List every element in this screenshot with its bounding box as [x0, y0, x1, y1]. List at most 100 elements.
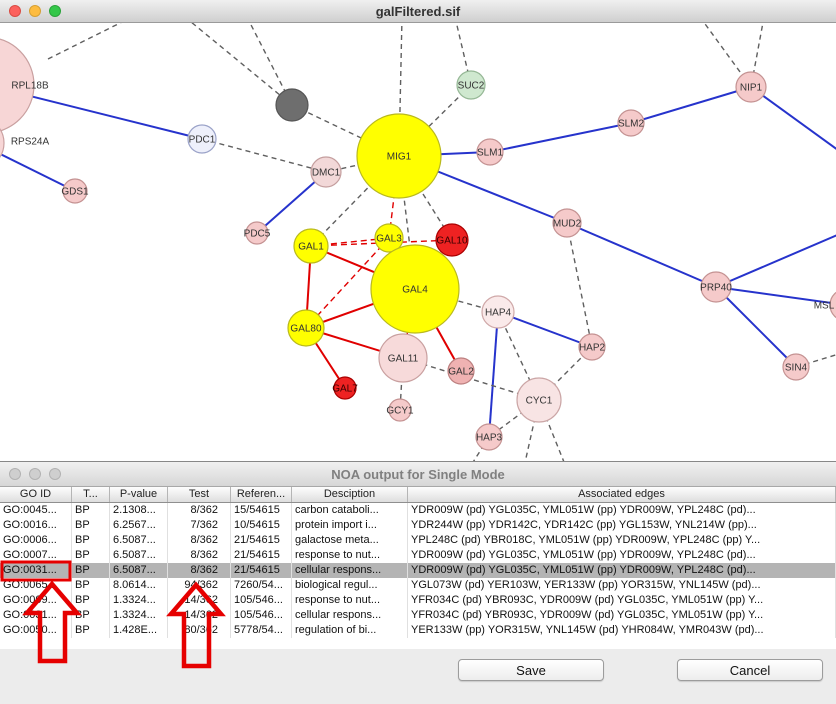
minimize-button[interactable]: [29, 468, 41, 480]
edge-PRP40-MSL1[interactable]: [715, 286, 836, 305]
node-SIN4[interactable]: [782, 353, 810, 381]
edge-pt-NIP1[interactable]: [750, 23, 764, 88]
edge-NIP1-pt[interactable]: [750, 86, 836, 153]
edge-SLM2-NIP1[interactable]: [630, 86, 752, 124]
cell: 21/54615: [231, 533, 292, 548]
edge-pt-UNK1[interactable]: [185, 23, 293, 106]
node-GCY1[interactable]: [388, 398, 412, 422]
edge-HAP4-HAP3[interactable]: [488, 311, 499, 438]
edge-MUD2-HAP2[interactable]: [566, 222, 593, 348]
cell: 2.1308...: [110, 503, 168, 518]
node-NIP1[interactable]: [735, 71, 767, 103]
cell: response to nut...: [292, 593, 408, 608]
cell: 7260/54...: [231, 578, 292, 593]
cell: BP: [72, 593, 110, 608]
node-MUD2[interactable]: [552, 208, 582, 238]
cancel-button[interactable]: Cancel: [677, 659, 823, 681]
close-button[interactable]: [9, 5, 21, 17]
edge-PDC1-DMC1[interactable]: [201, 138, 327, 173]
cell: 5778/54...: [231, 623, 292, 638]
cell: BP: [72, 503, 110, 518]
zoom-button[interactable]: [49, 5, 61, 17]
cell: 21/54615: [231, 548, 292, 563]
cell: cellular respons...: [292, 563, 408, 578]
node-HAP2[interactable]: [578, 333, 606, 361]
node-RPS24A[interactable]: [0, 117, 5, 169]
node-SLM1[interactable]: [476, 138, 504, 166]
edge-PRP40-pt[interactable]: [715, 233, 836, 288]
node-unlabeled[interactable]: [275, 88, 309, 122]
network-window-titlebar[interactable]: galFiltered.sif: [0, 0, 836, 23]
cell: YDR009W (pd) YGL035C, YML051W (pp) YDR00…: [408, 563, 836, 578]
node-GAL7[interactable]: [333, 376, 357, 400]
cell: BP: [72, 578, 110, 593]
node-SLM2[interactable]: [617, 109, 645, 137]
node-MIG1[interactable]: [356, 113, 442, 199]
save-button[interactable]: Save: [458, 659, 604, 681]
column-header-t[interactable]: T...: [72, 487, 110, 502]
node-PDC1[interactable]: [187, 124, 217, 154]
cell: 10/54615: [231, 518, 292, 533]
node-GAL11[interactable]: [378, 333, 428, 383]
column-header-associated-edges[interactable]: Associated edges: [408, 487, 836, 502]
node-MSL[interactable]: [829, 289, 836, 321]
zoom-button[interactable]: [49, 468, 61, 480]
edge-MUD2-PRP40[interactable]: [566, 222, 717, 288]
node-GAL1[interactable]: [293, 228, 329, 264]
cell: cellular respons...: [292, 608, 408, 623]
node-DMC1[interactable]: [310, 156, 342, 188]
cell: 105/546...: [231, 593, 292, 608]
edge-PRP40-SIN4[interactable]: [715, 286, 797, 368]
cell: 15/54615: [231, 503, 292, 518]
node-GAL10[interactable]: [435, 223, 469, 257]
edge-UNK1-MIG1[interactable]: [291, 104, 400, 157]
cell: 1.428E...: [110, 623, 168, 638]
node-GAL80[interactable]: [287, 309, 325, 347]
node-PDC5[interactable]: [245, 221, 269, 245]
close-button[interactable]: [9, 468, 21, 480]
node-label-SLM1: SLM1: [477, 148, 504, 159]
network-canvas[interactable]: RPL18BRPS24AGDS1PDC1MIG1SUC2SLM1SLM2NIP1…: [0, 23, 836, 461]
node-GAL4[interactable]: [370, 244, 460, 334]
cell: YDR244W (pp) YDR142C, YDR142C (pp) YGL15…: [408, 518, 836, 533]
column-header-desciption[interactable]: Desciption: [292, 487, 408, 502]
column-header-test[interactable]: Test: [168, 487, 231, 502]
edge-SLM1-SLM2[interactable]: [489, 122, 632, 153]
node-HAP4[interactable]: [481, 295, 515, 329]
node-HAP3[interactable]: [475, 423, 503, 451]
node-CYC1[interactable]: [516, 377, 562, 423]
noa-window-titlebar[interactable]: NOA output for Single Mode: [0, 462, 836, 487]
edge-HAP4-HAP2[interactable]: [497, 311, 593, 348]
edge-SIN4-pt[interactable]: [795, 353, 836, 368]
edge-RPS24A-GDS1[interactable]: [0, 143, 76, 192]
node-GAL3[interactable]: [374, 223, 404, 253]
node-PRP40[interactable]: [700, 271, 732, 303]
column-header-p-value[interactable]: P-value: [110, 487, 168, 502]
node-label-MIG1: MIG1: [387, 152, 412, 163]
minimize-button[interactable]: [29, 5, 41, 17]
cell: protein import i...: [292, 518, 408, 533]
noa-window-title: NOA output for Single Mode: [331, 466, 505, 482]
node-label-GAL4: GAL4: [402, 285, 428, 296]
edge-pt-pt[interactable]: [47, 23, 132, 60]
node-GDS1[interactable]: [62, 178, 88, 204]
column-header-referen[interactable]: Referen...: [231, 487, 292, 502]
cell: GO:0050...: [0, 623, 72, 638]
node-label-MUD2: MUD2: [553, 219, 582, 230]
node-RPL18B[interactable]: [0, 37, 35, 133]
edge-HAP4-CYC1[interactable]: [497, 311, 540, 401]
column-header-go-id[interactable]: GO ID: [0, 487, 72, 502]
edge-GAL3-GAL80[interactable]: [305, 237, 390, 329]
node-SUC2[interactable]: [456, 70, 486, 100]
node-GAL2[interactable]: [447, 357, 475, 385]
node-label-RPS24A: RPS24A: [11, 137, 50, 148]
